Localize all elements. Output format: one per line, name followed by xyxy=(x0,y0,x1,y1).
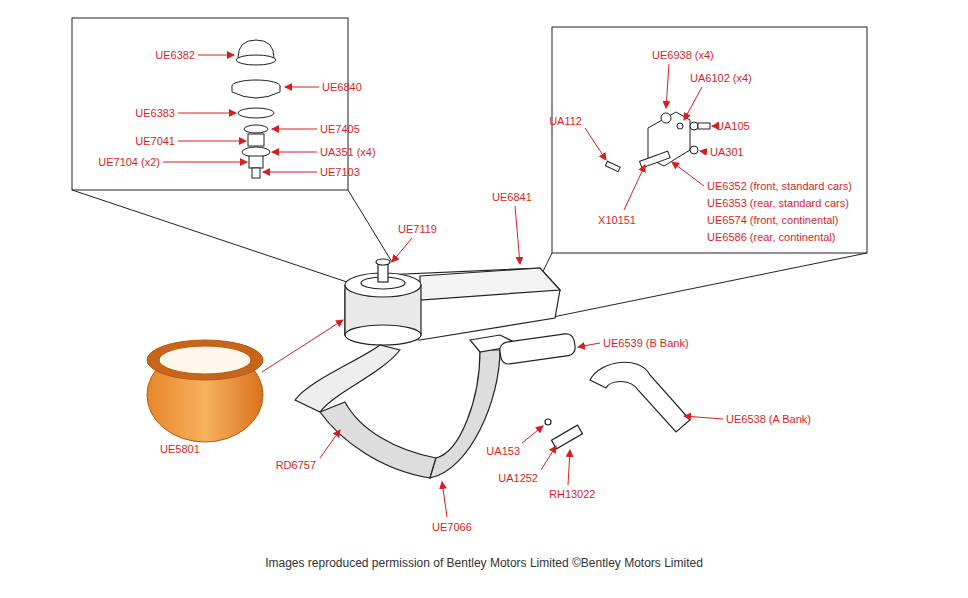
part-number: UA351 (x4) xyxy=(320,145,376,159)
part-number: UE6841 xyxy=(492,190,532,204)
part-number: UA6102 (x4) xyxy=(690,71,752,85)
part-number: UE7119 xyxy=(398,222,437,236)
part-number: UE6352 (front, standard cars) xyxy=(707,179,852,193)
part-number: UE7066 xyxy=(432,520,472,534)
part-number: UA301 xyxy=(710,145,744,159)
part-number: UE6539 (B Bank) xyxy=(603,336,689,350)
part-number: UE6574 (front, continental) xyxy=(707,213,838,227)
part-number: UE6538 (A Bank) xyxy=(726,412,811,426)
part-number: UE5801 xyxy=(160,442,200,456)
part-number: RD6757 xyxy=(276,458,316,472)
part-number: UE6586 (rear, continental) xyxy=(707,230,835,244)
part-number: UA153 xyxy=(486,444,520,458)
part-number: UA112 xyxy=(549,114,582,128)
part-number: UE6382 xyxy=(155,48,195,62)
part-number: UE6938 (x4) xyxy=(652,48,714,62)
part-number: UE6840 xyxy=(322,80,362,94)
part-number: UE6383 xyxy=(135,106,175,120)
part-number: X10151 xyxy=(598,213,636,227)
part-number: UE6353 (rear, standard cars) xyxy=(707,196,849,210)
part-number: UE7041 xyxy=(135,134,175,148)
part-number: UA105 xyxy=(716,119,750,133)
part-number: UE7405 xyxy=(320,122,360,136)
part-number: UA1252 xyxy=(498,471,538,485)
part-number: UE7103 xyxy=(320,165,360,179)
part-number: UE7104 (x2) xyxy=(98,155,160,169)
part-number: RH13022 xyxy=(549,487,595,501)
copyright-caption: Images reproduced permission of Bentley … xyxy=(0,556,968,571)
